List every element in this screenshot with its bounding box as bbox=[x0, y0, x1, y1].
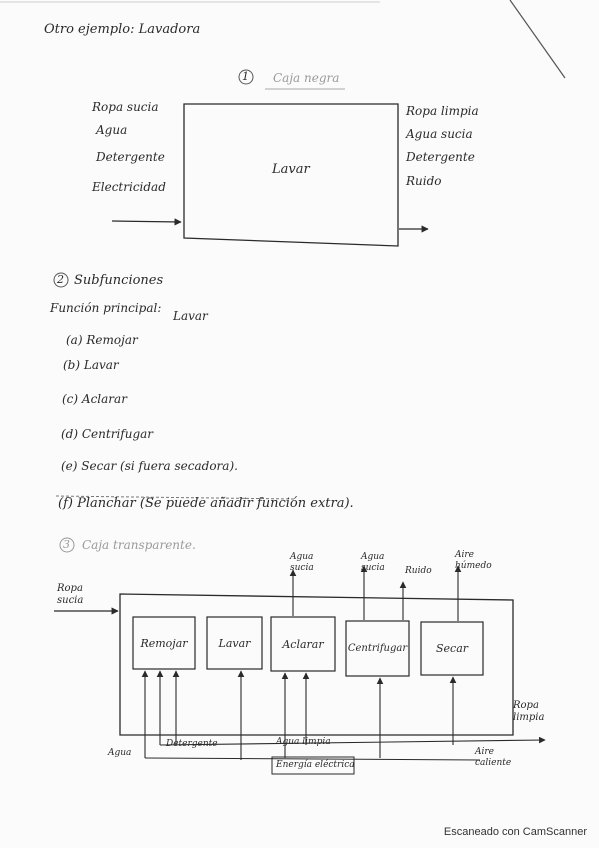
subfunction-item-e: (e) Secar (si fuera secadora). bbox=[61, 459, 238, 473]
black-box-output: Detergente bbox=[406, 150, 475, 164]
black-box-input: Detergente bbox=[96, 150, 165, 164]
output-agua-sucia-2: Agua sucia bbox=[361, 552, 385, 573]
black-box-input: Agua bbox=[96, 123, 128, 137]
box-label-secar: Secar bbox=[435, 642, 469, 655]
main-function-label: Función principal: bbox=[50, 301, 162, 315]
input-agua-limpia: Agua limpia bbox=[276, 737, 331, 747]
section2-title: Subfunciones bbox=[74, 273, 164, 288]
subfunction-marker: (d) bbox=[61, 427, 79, 441]
box-aclarar bbox=[270, 616, 336, 672]
box-centrifugar bbox=[345, 620, 410, 677]
black-box bbox=[183, 103, 399, 247]
black-box-input: Electricidad bbox=[92, 180, 166, 194]
main-function-value: Lavar bbox=[173, 309, 208, 323]
black-box-process: Lavar bbox=[272, 162, 310, 177]
box-label-lavar: Lavar bbox=[218, 636, 251, 650]
subfunction-text: Planchar (Se puede añadir función extra)… bbox=[77, 496, 354, 511]
energy-box bbox=[271, 756, 355, 775]
subfunction-marker: (a) bbox=[66, 333, 83, 347]
scanner-watermark: Escaneado con CamScanner bbox=[443, 826, 587, 838]
black-box-input: Ropa sucia bbox=[92, 100, 159, 114]
subfunction-item-d: (d) Centrifugar bbox=[61, 427, 153, 441]
subfunction-marker: (f) bbox=[58, 496, 73, 511]
black-box-output: Ruido bbox=[406, 174, 442, 188]
section1-number: 1 bbox=[242, 70, 249, 83]
subfunction-item-a: (a) Remojar bbox=[66, 333, 138, 347]
subfunction-marker: (e) bbox=[61, 459, 78, 473]
box-label-centrifugar: Centrifugar bbox=[347, 643, 408, 654]
black-box-output: Agua sucia bbox=[406, 127, 473, 141]
output-agua-sucia-1: Agua sucia bbox=[290, 552, 314, 573]
output-aire-humedo: Aire húmedo bbox=[455, 550, 492, 571]
box-label-aclarar: Aclarar bbox=[282, 637, 324, 651]
output-ruido: Ruido bbox=[405, 566, 432, 576]
subfunction-marker: (b) bbox=[63, 358, 81, 372]
black-box-input-arrow bbox=[111, 218, 182, 226]
page-title: Otro ejemplo: Lavadora bbox=[44, 22, 201, 37]
input-agua: Agua bbox=[108, 748, 132, 758]
section3-title: Caja transparente. bbox=[82, 538, 196, 552]
subfunction-text: Lavar bbox=[83, 358, 119, 372]
section3-number: 3 bbox=[63, 538, 70, 551]
subfunction-item-b: (b) Lavar bbox=[63, 358, 119, 372]
section1-title: Caja negra bbox=[273, 71, 340, 85]
input-aire-caliente: Aire caliente bbox=[475, 747, 512, 768]
subfunction-text: Secar (si fuera secadora). bbox=[81, 459, 238, 473]
section2-number: 2 bbox=[57, 273, 64, 286]
subfunction-item-c: (c) Aclarar bbox=[62, 392, 127, 406]
subfunction-item-f: (f) Planchar (Se puede añadir función ex… bbox=[58, 496, 354, 511]
energy-label: Energía eléctrica bbox=[276, 760, 355, 770]
box-remojar bbox=[132, 616, 196, 670]
subfunction-text: Aclarar bbox=[81, 392, 127, 406]
input-detergente: Detergente bbox=[166, 739, 218, 749]
box-lavar bbox=[206, 616, 263, 670]
subfunction-text: Remojar bbox=[86, 333, 138, 347]
box-label-remojar: Remojar bbox=[140, 636, 188, 650]
input-ropa-sucia: Ropa sucia bbox=[57, 583, 84, 606]
subfunction-text: Centrifugar bbox=[81, 427, 154, 441]
box-secar bbox=[420, 621, 484, 676]
black-box-output: Ropa limpia bbox=[406, 104, 479, 118]
output-ropa-limpia: Ropa limpia bbox=[513, 700, 545, 723]
transparent-box bbox=[119, 593, 514, 736]
subfunction-marker: (c) bbox=[62, 392, 79, 406]
